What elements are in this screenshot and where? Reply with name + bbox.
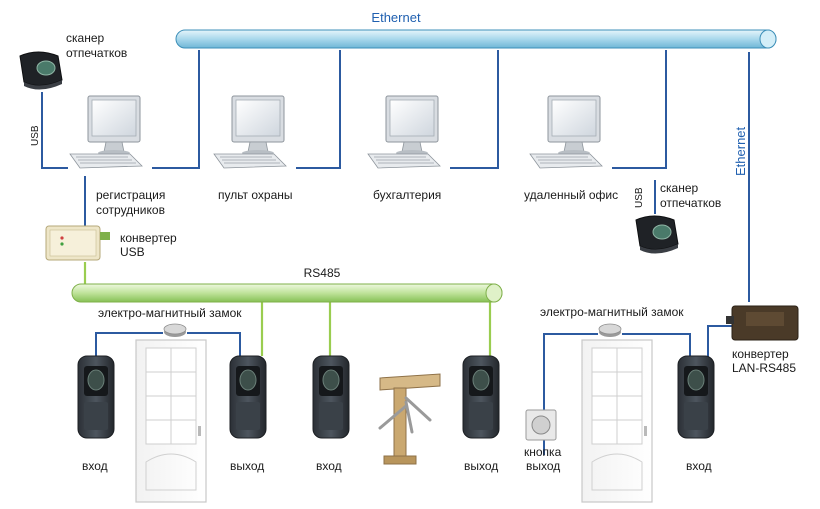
cable-pc1	[152, 50, 200, 169]
reader-exit-4	[462, 355, 500, 439]
turnstile	[378, 373, 441, 465]
door-left	[135, 339, 207, 503]
lan-rs485-converter: конвертер LAN-RS485	[726, 305, 799, 375]
computer-accounting: бухгалтерия	[367, 95, 441, 202]
magnetic-lock-right	[598, 323, 622, 338]
reader-entry-1	[77, 355, 115, 439]
conv-lan-label-1: конвертер	[732, 347, 789, 361]
ethernet-top-label: Ethernet	[371, 10, 421, 25]
computer-registration: регистрация сотрудников	[69, 95, 165, 217]
fingerprint-scanner-left: сканер отпечатков	[19, 31, 127, 91]
ethernet-cables	[41, 50, 750, 455]
button-label-1: кнопка	[524, 445, 562, 459]
pc2-label: пульт охраны	[218, 188, 293, 202]
computer-security-desk: пульт охраны	[213, 95, 293, 202]
ethernet-bus: Ethernet	[175, 10, 777, 49]
rs485-cables	[83, 262, 492, 356]
cable-pc4	[612, 50, 667, 169]
conv-usb-label-2: USB	[120, 245, 145, 259]
button-label-2: выход	[526, 459, 560, 473]
rs485-bus: RS485	[71, 266, 503, 303]
cable-lock-left	[95, 332, 241, 356]
reader-exit-2	[229, 355, 267, 439]
computer-remote-office: удаленный офис	[524, 95, 618, 202]
usb-converter: конвертер USB	[45, 225, 177, 261]
reader-entry-5	[677, 355, 715, 439]
reader-3-label: вход	[316, 459, 342, 473]
rs485-label: RS485	[304, 266, 341, 280]
usb-right-label: USB	[634, 187, 645, 208]
lock-right-label: электро-магнитный замок	[540, 305, 684, 319]
usb-left-label: USB	[30, 125, 41, 146]
lock-left-label: электро-магнитный замок	[98, 306, 242, 320]
reader-4-label: выход	[464, 459, 498, 473]
cable-pc2	[296, 50, 341, 169]
door-right	[581, 339, 653, 503]
conv-lan-label-2: LAN-RS485	[732, 361, 796, 375]
pc4-label: удаленный офис	[524, 188, 618, 202]
scanner-right-label-2: отпечатков	[660, 196, 721, 210]
reader-1-label: вход	[82, 459, 108, 473]
ethernet-side-label: Ethernet	[733, 126, 748, 176]
exit-button: кнопка выход	[524, 409, 562, 473]
fingerprint-scanner-right: сканер отпечатков	[635, 181, 721, 255]
scanner-right-label-1: сканер	[660, 181, 698, 195]
cable-lan-reader5	[707, 325, 732, 360]
pc3-label: бухгалтерия	[373, 188, 441, 202]
cable-usb-scanner-left	[41, 92, 68, 169]
pc1-label-line2: сотрудников	[96, 203, 165, 217]
scanner-left-label-1: сканер	[66, 31, 104, 45]
magnetic-lock-left	[163, 323, 187, 338]
scanner-left-label-2: отпечатков	[66, 46, 127, 60]
pc1-label-line1: регистрация	[96, 188, 165, 202]
reader-5-label: вход	[686, 459, 712, 473]
conv-usb-label-1: конвертер	[120, 231, 177, 245]
reader-2-label: выход	[230, 459, 264, 473]
reader-entry-3	[312, 355, 350, 439]
cable-pc3	[450, 50, 499, 169]
